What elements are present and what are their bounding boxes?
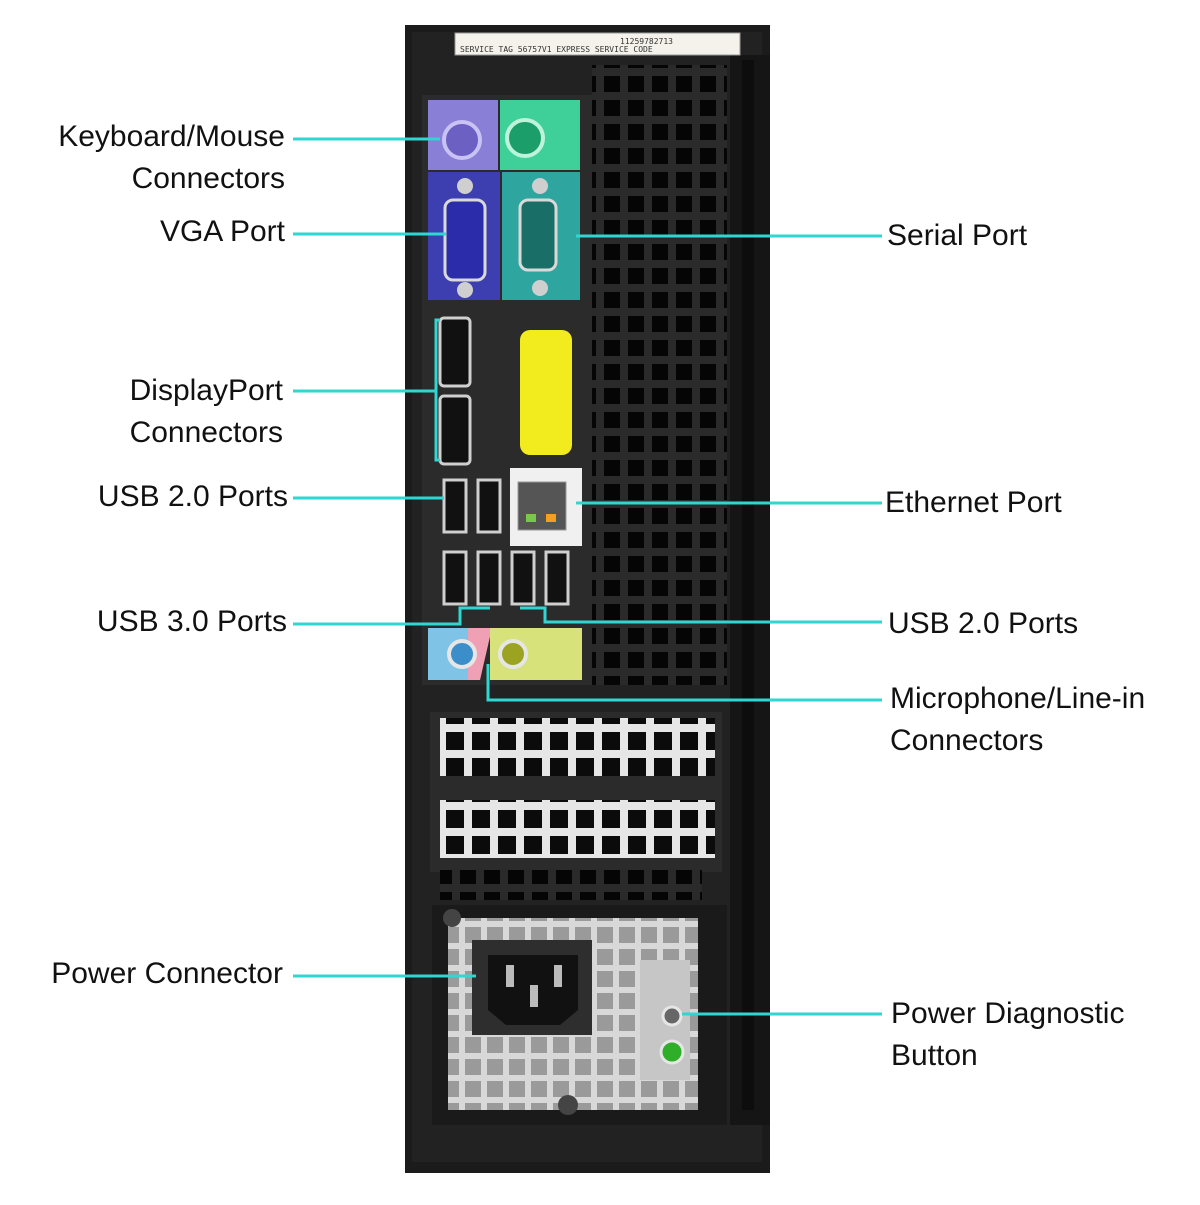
label-microphone: Microphone/Line-in Connectors [890,678,1145,762]
ps2-mouse-icon [505,118,545,158]
ethernet-port-icon [517,481,567,531]
usb3-port-1-icon [442,550,468,606]
leader-lines [293,137,882,1016]
label-microphone-line2: Connectors [890,724,1044,757]
service-tag-code: 11259782713 [620,37,673,46]
usb2-port-3-icon [510,550,536,606]
label-power-diag: Power Diagnostic Button [891,993,1124,1077]
power-supply [432,905,727,1125]
label-serial-line1: Serial Port [887,219,1028,252]
usb2-port-4-icon [544,550,570,606]
line-in-jack-icon [447,639,477,669]
usb2-port-1-icon [442,478,468,534]
label-power-connector-line1: Power Connector [51,957,283,990]
label-displayport-line1: DisplayPort [129,374,283,407]
label-keyboard-mouse: Keyboard/Mouse Connectors [58,116,285,200]
label-keyboard-mouse-line1: Keyboard/Mouse [58,120,285,153]
label-power-diag-line2: Button [891,1039,978,1072]
io-shield [422,95,592,685]
usb2-port-2-icon [476,478,502,534]
label-usb2-left: USB 2.0 Ports [98,476,288,518]
label-serial: Serial Port [887,215,1027,257]
mic-panel [468,628,492,680]
label-ethernet-line1: Ethernet Port [885,486,1062,519]
label-vga: VGA Port [160,211,285,253]
label-displayport-line2: Connectors [129,416,283,449]
label-keyboard-mouse-line2: Connectors [131,162,285,195]
diagnostic-button-icon [661,1005,683,1027]
service-tag-text: SERVICE TAG 56757V1 EXPRESS SERVICE CODE [460,45,653,54]
yellow-cover [520,330,572,455]
label-usb2-left-line1: USB 2.0 Ports [97,480,288,513]
service-tag-sticker: 11259782713 SERVICE TAG 56757V1 EXPRESS … [454,32,741,56]
expansion-slot-1 [440,718,715,776]
leader-usb3 [293,606,490,626]
vga-port-icon [443,198,487,282]
leader-microphone [486,664,882,702]
displayport-1-icon [438,316,472,388]
diagnostic-led-icon [659,1039,685,1065]
label-power-connector: Power Connector [51,953,283,995]
label-usb2-right: USB 2.0 Ports [888,603,1078,645]
label-usb3-line1: USB 3.0 Ports [96,605,287,638]
usb3-port-2-icon [476,550,502,606]
label-displayport: DisplayPort Connectors [130,370,283,454]
label-usb3: USB 3.0 Ports [97,601,287,643]
serial-port-icon [518,198,558,272]
vent-grid [592,65,727,685]
label-microphone-line1: Microphone/Line-in [890,682,1146,715]
label-usb2-right-line1: USB 2.0 Ports [888,607,1079,640]
leader-usb2-right [520,606,882,624]
label-ethernet: Ethernet Port [885,482,1062,524]
displayport-2-icon [438,394,472,466]
line-out-jack-icon [498,639,528,669]
leader-displayport [293,318,440,462]
expansion-slots [430,712,722,900]
expansion-slot-2 [440,800,715,858]
label-vga-line1: VGA Port [159,215,285,248]
label-power-diag-line1: Power Diagnostic [891,997,1125,1030]
ps2-keyboard-icon [442,120,482,160]
